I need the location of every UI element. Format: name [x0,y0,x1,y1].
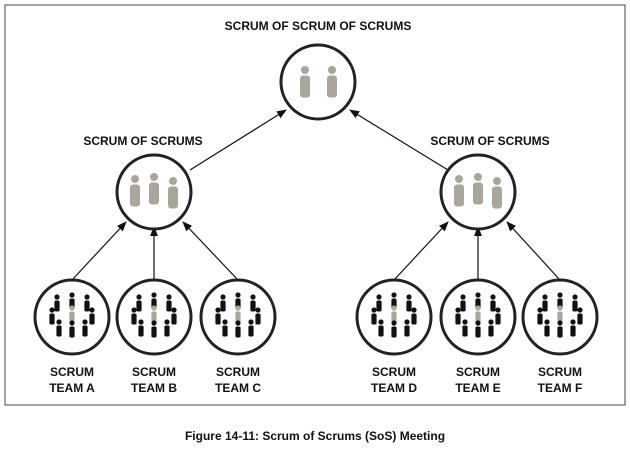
team-representative-icon [557,305,563,323]
team-c-label-line1: SCRUM [216,365,260,379]
left-group-node [115,153,193,231]
arrow-left-group-to-top [189,109,287,171]
team-member-icon [136,294,142,312]
team-node-f [521,278,599,356]
team-member-icon [89,307,95,325]
team-b-label-line1: SCRUM [132,365,176,379]
team-node-d [355,278,433,356]
team-nodes [33,278,599,356]
team-member-icon [371,307,377,325]
team-node-c [199,278,277,356]
team-member-icon [69,320,75,338]
team-member-icon [572,294,578,312]
team-member-icon [164,319,170,337]
team-member-icon [235,320,241,338]
team-d-label-line1: SCRUM [372,365,416,379]
team-member-icon [222,319,228,337]
team-member-icon [56,319,62,337]
team-member-icon [171,307,177,325]
team-c-label-line2: TEAM C [215,381,261,395]
top-title: SCRUM OF SCRUM OF SCRUMS [225,19,412,33]
team-member-icon [490,294,496,312]
team-member-icon [131,307,137,325]
team-member-icon [151,320,157,338]
team-a-label-line1: SCRUM [50,365,94,379]
team-member-icon [577,307,583,325]
team-node-e [439,278,517,356]
team-member-icon [166,294,172,312]
team-f-label-line2: TEAM F [538,381,583,395]
team-f-label-line1: SCRUM [538,365,582,379]
left-group-title: SCRUM OF SCRUMS [83,134,202,148]
team-member-icon [542,294,548,312]
team-member-icon [54,294,60,312]
team-labels: SCRUM TEAM A SCRUM TEAM B SCRUM TEAM C S… [49,365,582,395]
arrow-right-group-to-top [349,109,449,171]
team-member-icon [378,319,384,337]
team-member-icon [84,294,90,312]
team-member-icon [248,319,254,337]
team-member-icon [537,307,543,325]
team-member-icon [460,294,466,312]
arrow-team-d [393,221,449,281]
team-member-icon [462,319,468,337]
representative-icon [454,173,502,209]
team-member-icon [215,307,221,325]
team-member-icon [570,319,576,337]
team-a-label-line2: TEAM A [49,381,95,395]
team-node-b [115,278,193,356]
arrow-team-c [182,221,239,281]
team-node-a [33,278,111,356]
team-member-icon [544,319,550,337]
representative-icon [130,173,178,209]
team-member-icon [495,307,501,325]
right-group-title: SCRUM OF SCRUMS [430,134,549,148]
team-member-icon [255,307,261,325]
team-member-icon [220,294,226,312]
team-representative-icon [235,305,241,323]
team-member-icon [455,307,461,325]
team-b-label-line2: TEAM B [131,381,177,395]
team-e-label-line2: TEAM E [455,381,500,395]
team-d-label-line2: TEAM D [371,381,417,395]
arrow-team-a [71,221,127,281]
arrow-team-f [506,221,561,281]
team-member-icon [475,320,481,338]
team-member-icon [406,294,412,312]
team-member-icon [376,294,382,312]
team-representative-icon [391,305,397,323]
figure-caption: Figure 14-11: Scrum of Scrums (SoS) Meet… [184,429,446,443]
team-e-label-line1: SCRUM [456,365,500,379]
right-group-node [439,153,517,231]
team-representative-icon [69,305,75,323]
diagram-frame [4,4,626,406]
top-node [279,43,357,121]
team-member-icon [488,319,494,337]
team-member-icon [138,319,144,337]
team-member-icon [411,307,417,325]
team-representative-icon [151,305,157,323]
team-member-icon [404,319,410,337]
team-member-icon [82,319,88,337]
team-member-icon [49,307,55,325]
team-member-icon [391,320,397,338]
team-member-icon [557,320,563,338]
team-member-icon [250,294,256,312]
team-representative-icon [475,305,481,323]
